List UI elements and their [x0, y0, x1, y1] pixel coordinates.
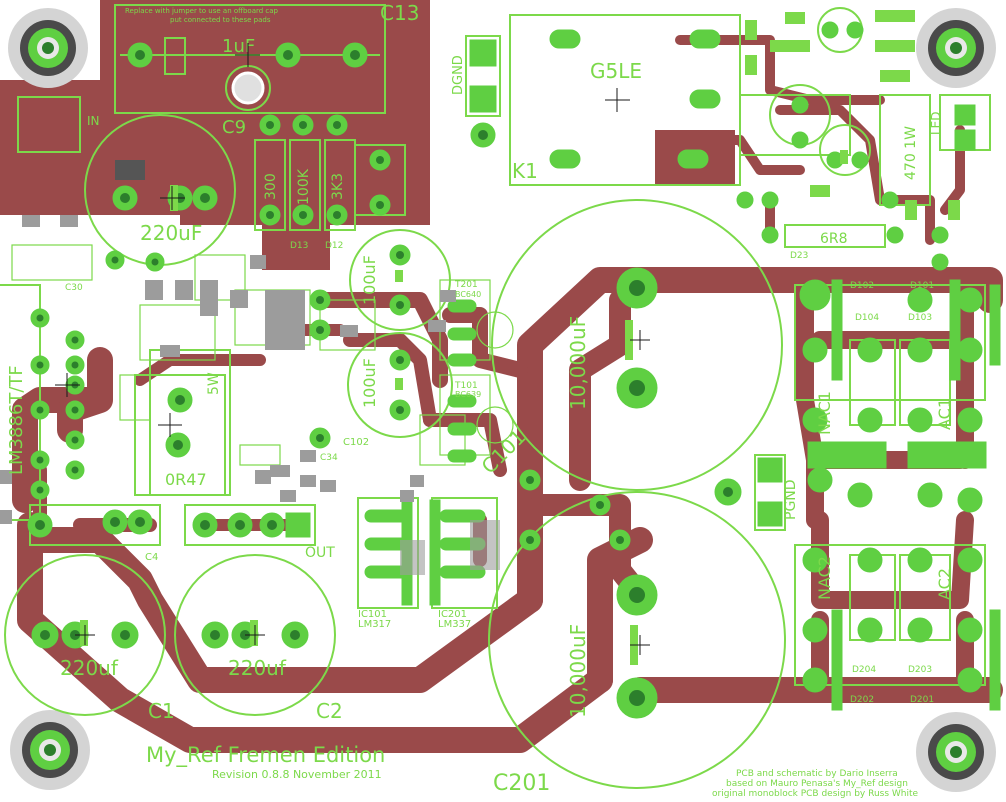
- jumper-note-line-2: put connected to these pads: [170, 16, 271, 24]
- c2-outline: [174, 554, 336, 716]
- silkscreen-layer: [0, 4, 991, 789]
- label-pgnd: PGND: [783, 479, 799, 520]
- crosshair-markers: [55, 43, 650, 655]
- label-6r8: 6R8: [820, 231, 848, 247]
- board-title: My_Ref Fremen Edition: [146, 743, 385, 768]
- label-c1: C1: [148, 699, 175, 723]
- label-d23: D23: [790, 251, 808, 261]
- label-ac2: AC2: [935, 568, 954, 600]
- mounting-hole-bottom-left: [10, 710, 90, 790]
- credit-line-2: based on Mauro Penasa's My_Ref design: [726, 779, 908, 789]
- c13-outline: [114, 4, 386, 114]
- label-r300: 300: [263, 173, 279, 200]
- label-5w: 5W: [206, 372, 222, 395]
- label-100uf-top: 100uF: [360, 255, 379, 305]
- label-out: OUT: [305, 545, 335, 561]
- label-d104: D104: [855, 313, 879, 323]
- credit-line-3: original monoblock PCB design by Russ Wh…: [712, 789, 919, 799]
- label-d12: D12: [325, 241, 343, 251]
- label-nac2: NAC2: [815, 556, 834, 600]
- label-d13: D13: [290, 241, 308, 251]
- label-d203: D203: [908, 665, 932, 675]
- label-d204: D204: [852, 665, 876, 675]
- label-ic201: IC201: [438, 609, 467, 620]
- label-d101: D101: [910, 281, 934, 291]
- label-0r47: 0R47: [165, 470, 207, 489]
- label-c9-value: 220uF: [140, 221, 202, 245]
- label-nac1: NAC1: [815, 391, 834, 435]
- label-c2: C2: [316, 699, 343, 723]
- c101-outline: [491, 199, 783, 491]
- label-ic101: IC101: [358, 609, 387, 620]
- label-c34: C34: [320, 453, 338, 463]
- label-t101: T101: [454, 381, 478, 391]
- in-connector-outline: [17, 96, 81, 153]
- label-c102: C102: [343, 437, 369, 448]
- c1-outline: [4, 554, 166, 716]
- label-c9: C9: [222, 117, 246, 138]
- label-dgnd: DGND: [451, 55, 466, 95]
- label-bc639: BC639: [455, 390, 481, 399]
- mounting-hole-top-right: [916, 8, 996, 88]
- label-r100k: 100K: [296, 168, 312, 205]
- label-c30: C30: [65, 283, 83, 293]
- label-100uf-bottom: 100uF: [360, 358, 379, 408]
- label-bc640: BC640: [455, 290, 481, 299]
- label-10000uf-top: 10,000uF: [566, 316, 590, 410]
- label-c201: C201: [493, 771, 550, 796]
- label-g5le: G5LE: [590, 59, 642, 83]
- label-ac1: AC1: [935, 398, 954, 430]
- label-d202: D202: [850, 695, 874, 705]
- label-lm337: LM337: [438, 619, 471, 630]
- label-10000uf-bottom: 10,000uF: [566, 624, 590, 718]
- label-r3k3: 3K3: [330, 173, 346, 200]
- copper-pour-top-left: [0, 0, 430, 270]
- label-led: LED: [929, 111, 943, 135]
- board-revision: Revision 0.8.8 November 2011: [212, 768, 382, 781]
- mounting-hole-bottom-right: [916, 712, 996, 792]
- label-c13-value: 1uF: [222, 36, 255, 57]
- label-in: IN: [87, 114, 100, 128]
- label-c1-value: 220uf: [60, 656, 119, 680]
- credit-line-1: PCB and schematic by Dario Inserra: [736, 769, 898, 779]
- label-k1: K1: [512, 159, 538, 183]
- label-d201: D201: [910, 695, 934, 705]
- mounting-hole-top-left: [8, 8, 88, 88]
- jumper-note-line-1: Replace with jumper to use an offboard c…: [125, 7, 279, 15]
- smd-parts: [0, 10, 960, 575]
- label-470-1w: 470 1W: [903, 126, 919, 180]
- label-c13: C13: [380, 1, 419, 25]
- label-lm317: LM317: [358, 619, 391, 630]
- mounting-holes: [8, 8, 996, 792]
- label-t201: T201: [454, 280, 478, 290]
- label-c4: C4: [145, 552, 158, 563]
- label-d102: D102: [850, 281, 874, 291]
- label-c2-value: 220uf: [228, 656, 287, 680]
- label-d103: D103: [908, 313, 932, 323]
- label-lm3886: LM3886T/TF: [6, 365, 27, 475]
- c201-outline: [488, 491, 786, 789]
